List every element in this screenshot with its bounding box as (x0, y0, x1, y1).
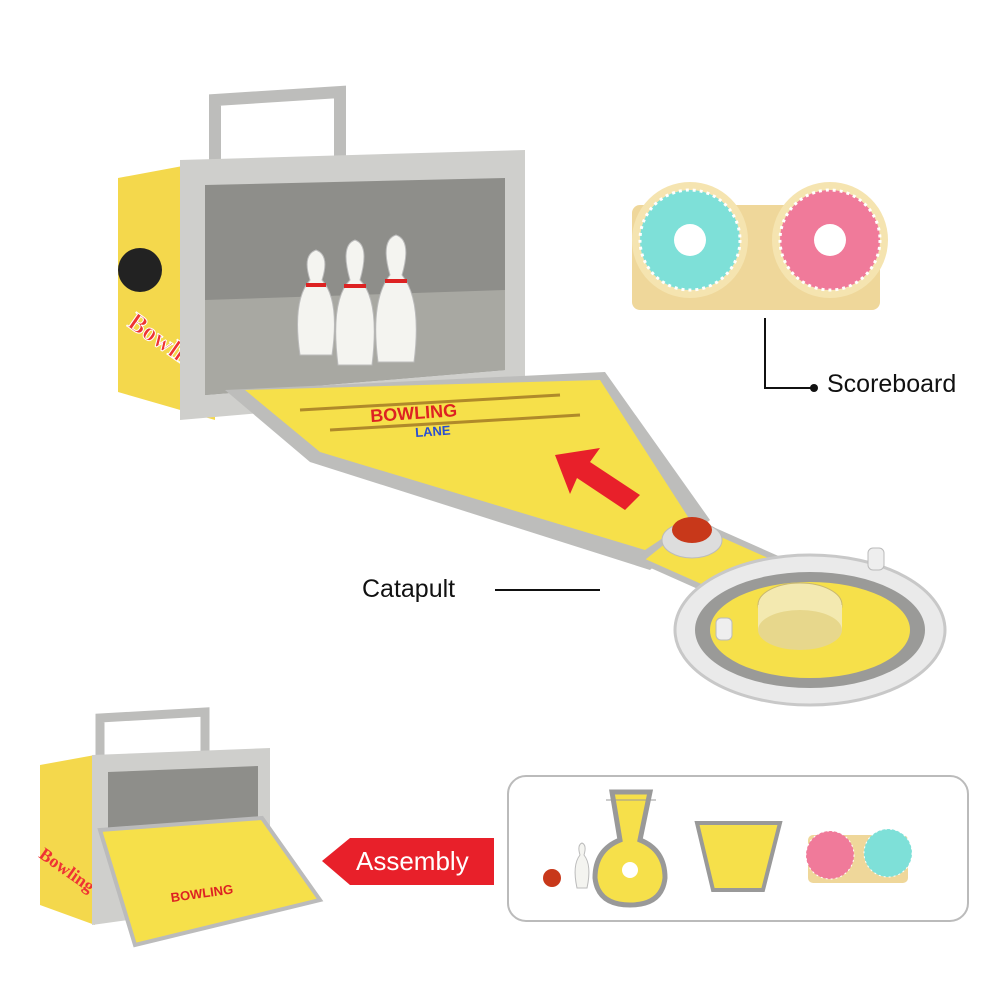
bowling-ball-icon (118, 248, 162, 292)
catapult-label: Catapult (362, 575, 456, 603)
assembly-label: Assembly (356, 846, 469, 876)
catapult-base (661, 517, 947, 707)
folded-box: Bowling BOWLING (36, 707, 324, 948)
bowling-ball (672, 517, 712, 543)
svg-text:LANE: LANE (415, 423, 452, 440)
bowling-pins (297, 234, 417, 366)
assembly-parts-panel (507, 775, 969, 922)
scoreboard-label: Scoreboard (827, 370, 957, 398)
bowling-lane: BOWLING LANE (225, 372, 786, 604)
scoreboard-pointer-line (764, 318, 812, 389)
assembly-tag: Assembly (322, 838, 494, 885)
scoreboard-illustration (632, 182, 888, 310)
direction-arrow-icon (555, 448, 640, 510)
box-handle (209, 85, 346, 160)
